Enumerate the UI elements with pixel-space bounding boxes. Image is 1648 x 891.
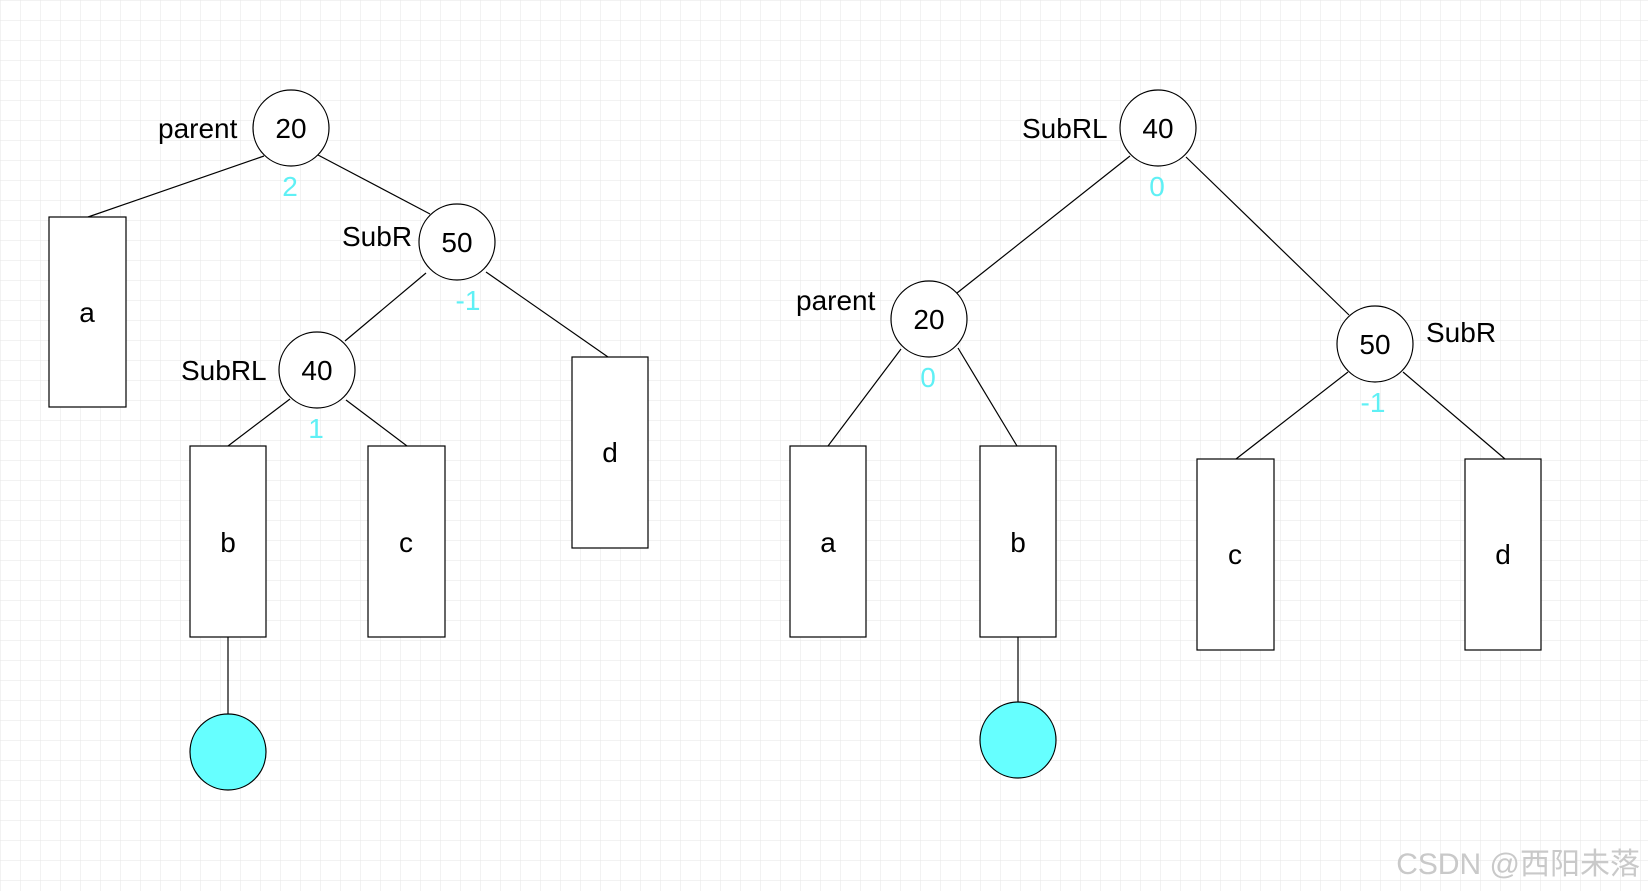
leaf-d-label: d xyxy=(602,437,618,468)
node-40 xyxy=(1119,89,1197,167)
node-50-tag: SubR xyxy=(1426,317,1496,348)
node-50-value: 50 xyxy=(1359,329,1390,360)
edge-20-b xyxy=(957,347,1018,447)
node-40-value: 40 xyxy=(301,355,332,386)
inserted-node xyxy=(979,701,1057,779)
right-tree: a b c d 40 SubRL 0 20 parent 0 50 SubR -… xyxy=(789,89,1542,779)
edge-40-20 xyxy=(956,155,1131,294)
node-40 xyxy=(278,331,356,409)
leaf-c xyxy=(1196,458,1275,651)
edge-20-a xyxy=(87,155,265,218)
leaf-c-label: c xyxy=(1228,539,1242,570)
edge-40-50 xyxy=(1185,156,1350,316)
edge-20-a xyxy=(827,348,902,447)
leaf-d xyxy=(1464,458,1542,651)
node-50-balance: -1 xyxy=(1361,387,1386,418)
node-20-value: 20 xyxy=(275,113,306,144)
edge-50-c xyxy=(1235,371,1349,460)
leaf-a xyxy=(789,445,867,638)
leaf-b-label: b xyxy=(1010,527,1026,558)
left-tree: a b c d 20 parent 2 50 SubR -1 40 SubRL … xyxy=(48,89,649,791)
node-40-value: 40 xyxy=(1142,113,1173,144)
node-50 xyxy=(418,203,496,281)
node-40-tag: SubRL xyxy=(1022,113,1108,144)
leaf-d xyxy=(571,356,649,549)
node-20 xyxy=(890,280,968,358)
node-50 xyxy=(1336,305,1414,383)
node-20-balance: 2 xyxy=(282,171,298,202)
leaf-a-label: a xyxy=(79,297,95,328)
leaf-b xyxy=(189,445,267,638)
node-20-value: 20 xyxy=(913,304,944,335)
node-20-balance: 0 xyxy=(920,362,936,393)
edge-40-b xyxy=(227,398,291,447)
edge-50-d xyxy=(1402,371,1506,460)
edge-40-c xyxy=(345,399,408,447)
watermark: CSDN @西阳未落 xyxy=(1396,848,1640,881)
leaf-c xyxy=(367,445,446,638)
leaf-b-label: b xyxy=(220,527,236,558)
inserted-node xyxy=(189,713,267,791)
node-20-tag: parent xyxy=(796,285,876,316)
node-50-value: 50 xyxy=(441,227,472,258)
node-50-tag: SubR xyxy=(342,221,412,252)
leaf-a xyxy=(48,216,127,408)
node-20-tag: parent xyxy=(158,113,238,144)
edge-50-d xyxy=(485,271,609,358)
node-40-tag: SubRL xyxy=(181,355,267,386)
leaf-a-label: a xyxy=(820,527,836,558)
node-50-balance: -1 xyxy=(456,285,481,316)
node-40-balance: 1 xyxy=(308,413,324,444)
leaf-d-label: d xyxy=(1495,539,1511,570)
leaf-b xyxy=(979,445,1057,638)
leaf-c-label: c xyxy=(399,527,413,558)
edge-20-50 xyxy=(317,154,431,215)
edge-50-40 xyxy=(344,272,427,342)
node-20 xyxy=(252,89,330,167)
node-40-balance: 0 xyxy=(1149,171,1165,202)
